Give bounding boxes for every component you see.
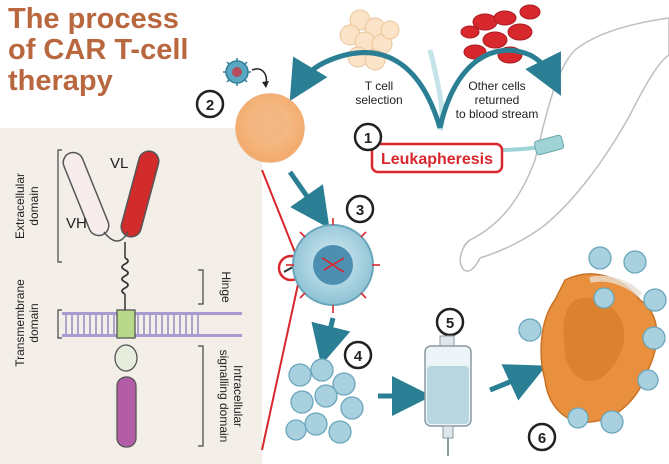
step-badge-5: 5 [435, 307, 465, 337]
svg-text:domain: domain [27, 303, 41, 342]
arrow-step2-step3 [287, 170, 330, 229]
t-cell-selection-label-2: selection [355, 93, 402, 107]
viral-vector [223, 58, 251, 86]
zoom-line-top [261, 169, 301, 266]
arrow-step3-step4 [311, 317, 351, 366]
infusion-bag [424, 335, 472, 456]
catheter-hub [533, 134, 565, 156]
intracellular-label: Intracellular signalling domain [217, 350, 245, 443]
bracket-transmembrane [57, 309, 62, 339]
other-cells-label-2: returned [475, 93, 520, 107]
arrow-step5-step6 [489, 364, 547, 401]
tumor-cells [540, 273, 658, 423]
step-badge-3: 3 [345, 194, 375, 224]
leukapheresis-box [370, 142, 504, 174]
step-badge-2: 2 [195, 89, 225, 119]
step-badge-1: 1 [353, 122, 383, 152]
title-line-2: of CAR T-cell [8, 34, 189, 66]
title-line-1: The process [8, 3, 179, 35]
car-t-cell [286, 218, 380, 313]
extracellular-label: Extracellular domain [13, 173, 41, 239]
hinge-spring [121, 257, 129, 295]
bracket-extracellular [57, 149, 62, 263]
svg-text:4: 4 [354, 348, 363, 365]
page-title: The process of CAR T-cell therapy [8, 4, 218, 97]
other-cells-label-1: Other cells [468, 79, 525, 93]
vh-chain [62, 151, 110, 237]
title-line-3: therapy [8, 65, 113, 97]
leukapheresis-label: Leukapheresis [381, 151, 493, 168]
svg-text:Extracellular: Extracellular [13, 173, 27, 239]
bracket-intracellular [198, 345, 204, 447]
vl-label: VL [110, 155, 128, 172]
svg-text:domain: domain [27, 186, 41, 225]
transmembrane-domain [116, 309, 136, 339]
step-badge-6: 6 [527, 422, 557, 452]
other-cells-label-3: to blood stream [456, 107, 539, 121]
vl-chain [120, 150, 160, 238]
svg-text:3: 3 [356, 202, 364, 219]
svg-text:Intracellular: Intracellular [231, 365, 245, 427]
linker [103, 231, 129, 242]
hinge-label: Hinge [219, 271, 233, 303]
bracket-hinge [198, 269, 204, 305]
svg-text:6: 6 [538, 430, 546, 447]
t-cell-cluster [339, 9, 400, 71]
svg-text:2: 2 [206, 97, 214, 114]
cell-membrane [62, 312, 242, 337]
signalling-domain [116, 376, 137, 448]
arrow-blood-return [437, 47, 561, 129]
step-badge-4: 4 [343, 340, 373, 370]
t-cell-selection-label-1: T cell [365, 79, 393, 93]
svg-text:5: 5 [446, 315, 454, 332]
svg-text:Transmembrane: Transmembrane [13, 279, 27, 367]
transmembrane-label: Transmembrane domain [13, 279, 41, 367]
svg-text:signalling domain: signalling domain [217, 350, 231, 443]
svg-text:1: 1 [364, 130, 372, 147]
svg-text:Hinge: Hinge [219, 271, 233, 303]
arrow-t-cell-selection [289, 50, 443, 129]
costimulatory-domain [114, 344, 138, 372]
attacking-car-t-cells [518, 246, 667, 434]
expanded-car-t-cells [285, 358, 364, 444]
vh-label: VH [66, 215, 87, 232]
zoom-line-bottom [261, 274, 301, 451]
